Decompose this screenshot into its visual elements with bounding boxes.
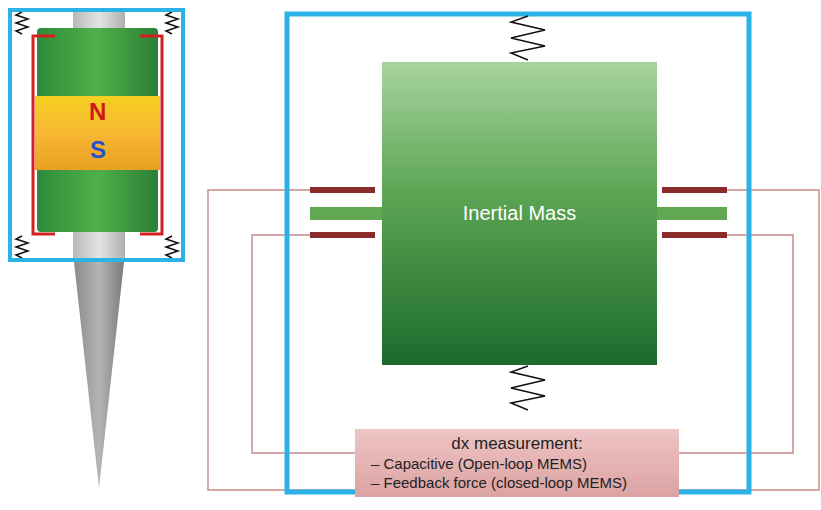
wire — [674, 235, 793, 453]
magnet-pole: S — [90, 137, 106, 163]
spring — [166, 236, 178, 258]
mass-label: Inertial Mass — [463, 202, 576, 225]
spring — [16, 236, 28, 258]
sensor-frame — [287, 14, 749, 492]
mass-electrode — [310, 207, 384, 220]
inertial-mass: Inertial Mass — [382, 62, 657, 365]
capacitor-plate — [310, 187, 375, 193]
magnet — [35, 96, 160, 170]
mems-sensor — [208, 14, 819, 492]
spring — [166, 12, 178, 34]
box-heading: dx measurement: — [365, 433, 669, 454]
coil-upper — [37, 28, 158, 100]
geophone — [10, 10, 183, 488]
bullet-item: – Feedback force (closed-loop MEMS) — [365, 473, 669, 492]
measurement-box: dx measurement:– Capacitive (Open-loop M… — [355, 429, 679, 497]
spike — [74, 262, 124, 488]
wire — [252, 235, 360, 453]
coil-lower — [37, 166, 158, 232]
capacitor-plate — [662, 187, 727, 193]
spring — [511, 366, 545, 410]
spring-bracket — [33, 36, 55, 234]
magnet-pole: N — [89, 99, 106, 125]
housing — [10, 10, 183, 260]
capacitor-plate — [310, 232, 375, 238]
spring — [16, 12, 28, 34]
bullet-item: – Capacitive (Open-loop MEMS) — [365, 454, 669, 473]
spring-bracket — [140, 36, 162, 234]
spring — [511, 16, 545, 60]
capacitor-plate — [662, 232, 727, 238]
mass-electrode — [655, 207, 727, 220]
